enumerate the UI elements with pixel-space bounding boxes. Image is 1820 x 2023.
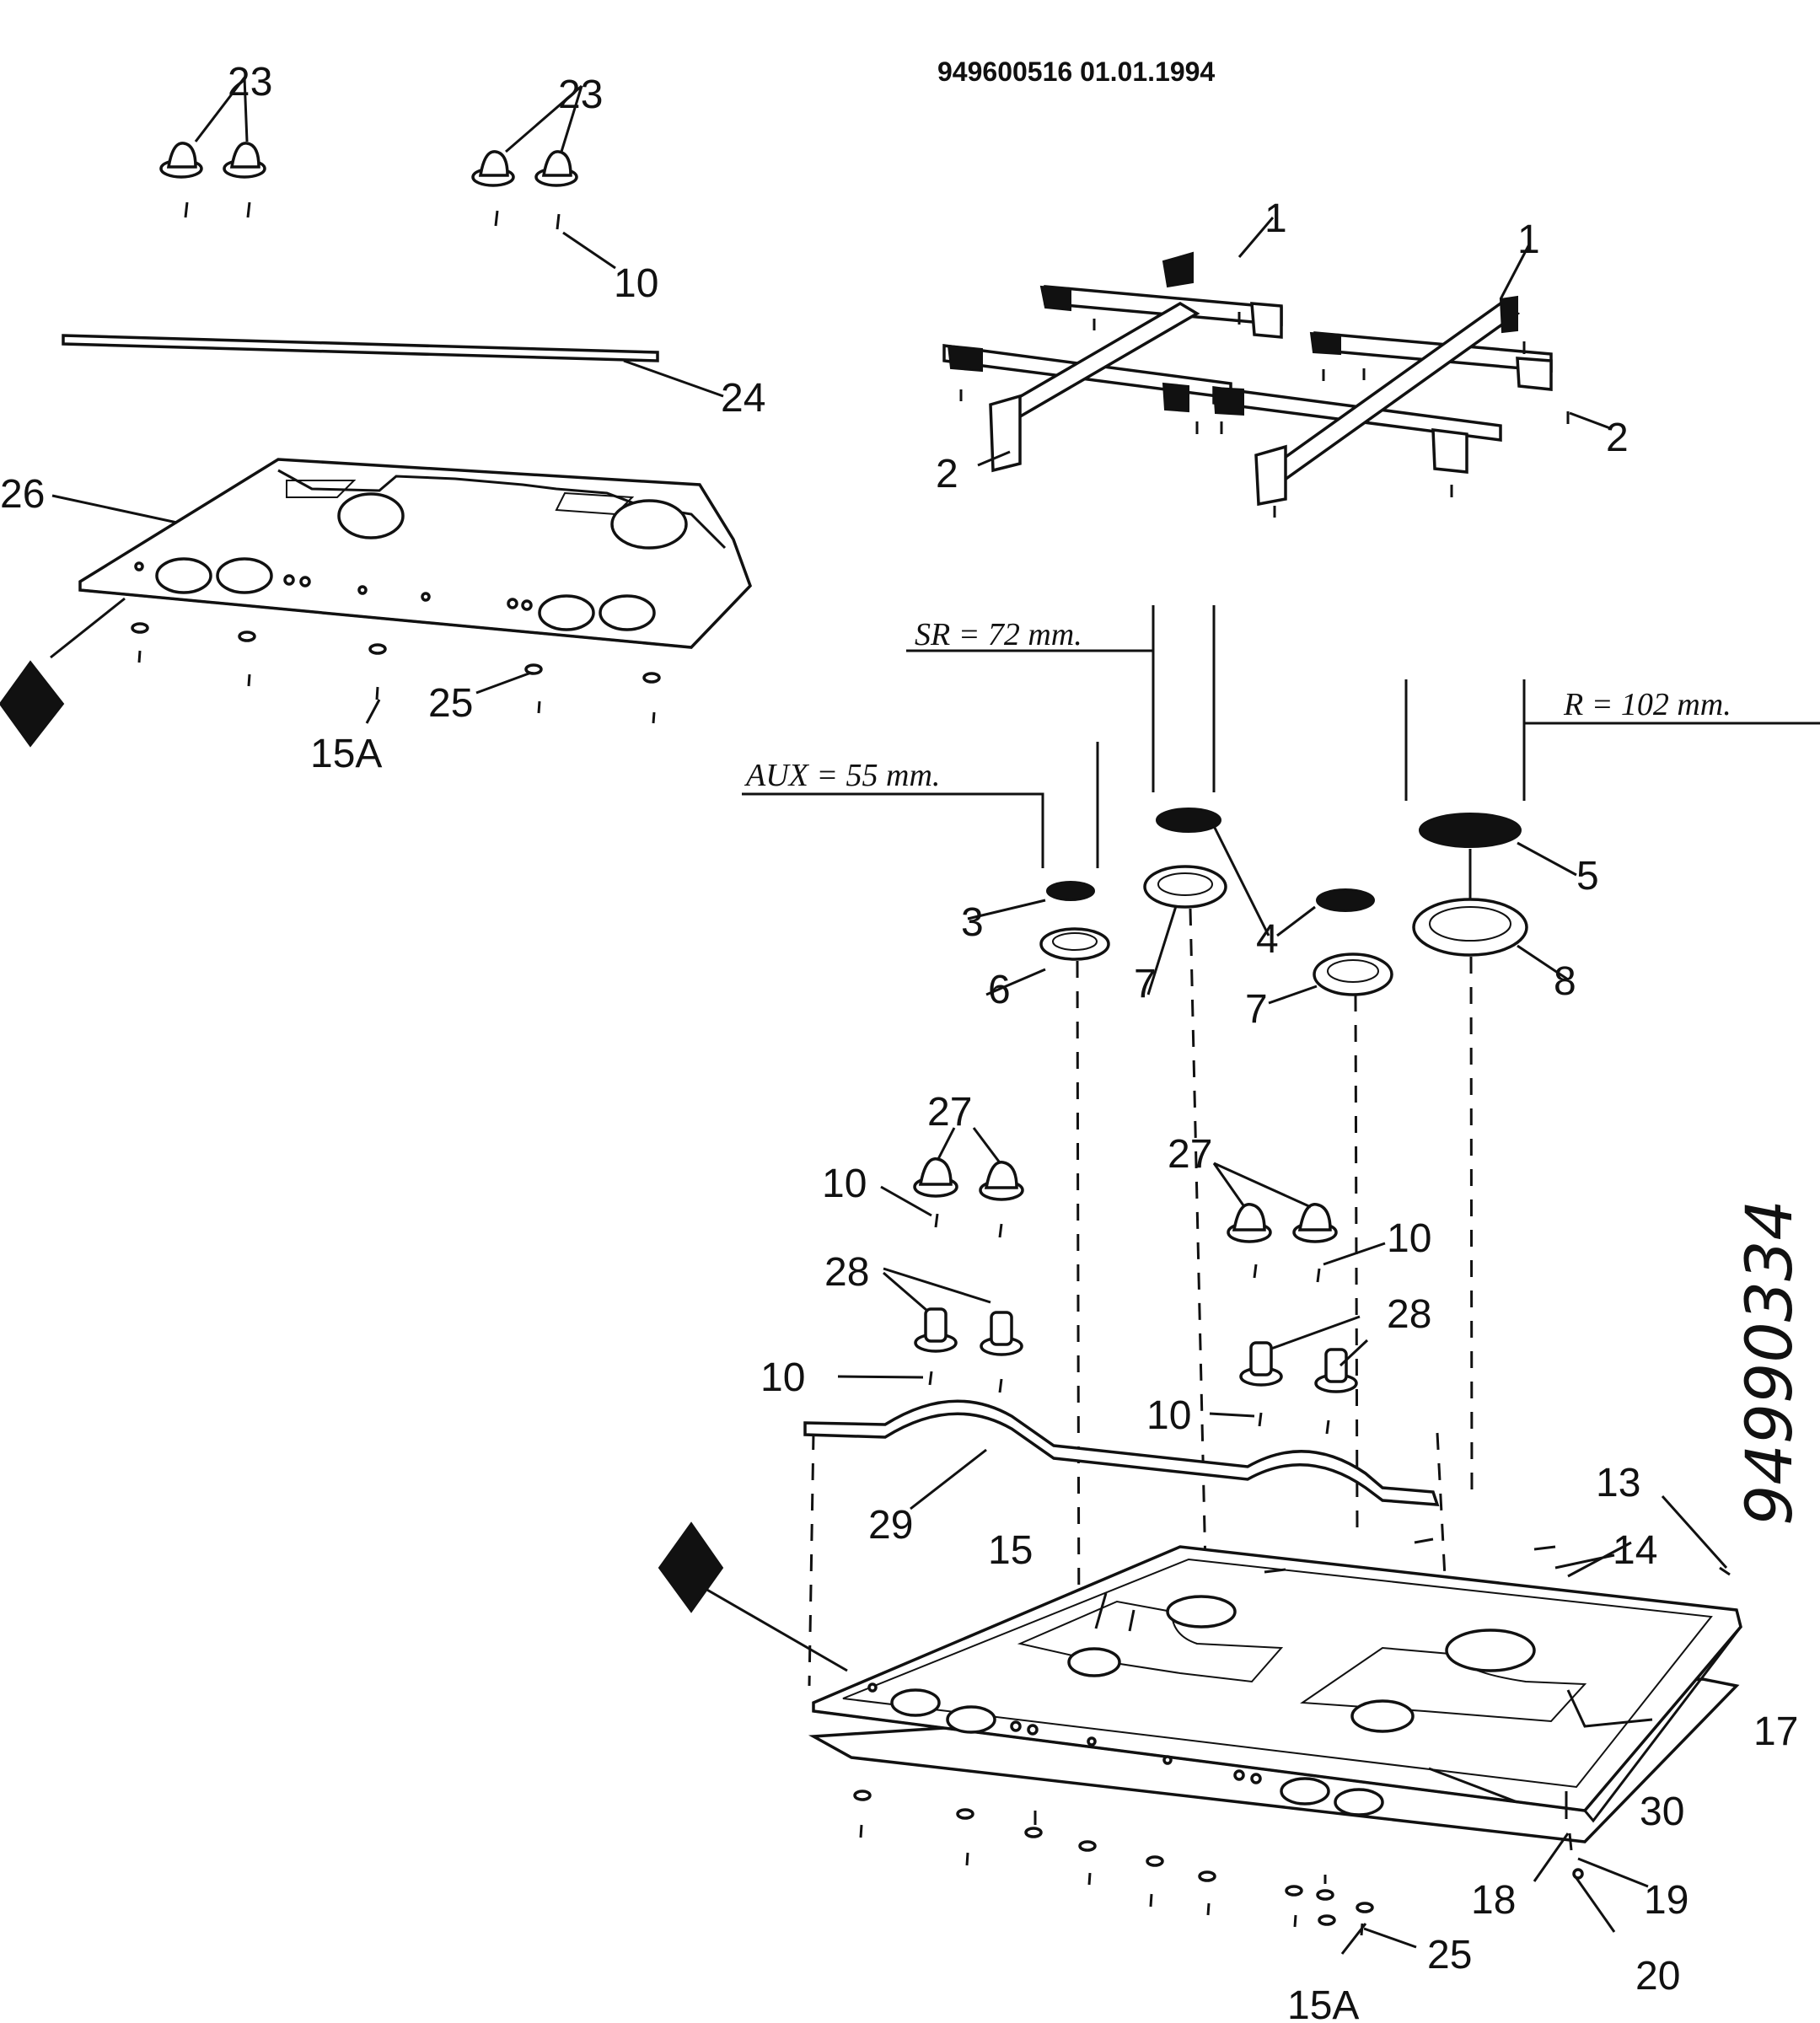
burner-cap-4: [1156, 808, 1221, 833]
burner-parts: [967, 808, 1577, 1005]
callout-15: 15: [988, 1528, 1033, 1573]
callout-18: 18: [1471, 1878, 1516, 1923]
valve-spindle-28: [980, 1311, 1023, 1356]
callout-23: 23: [558, 72, 603, 117]
callout-27: 27: [927, 1090, 972, 1135]
callout-2: 2: [936, 452, 958, 496]
trim-bar-29: [803, 1399, 1440, 1511]
callout-1: 1: [1517, 217, 1540, 262]
control-panel-26: [50, 458, 753, 659]
callout-23: 23: [228, 60, 272, 105]
callout-5: 5: [1576, 854, 1599, 899]
trim-strip-24: [62, 334, 724, 398]
control-knob-23: [223, 142, 266, 179]
control-knob-27: [1227, 1203, 1272, 1243]
callout-10: 10: [760, 1355, 805, 1400]
dimension-r-label: R = 102 mm.: [1563, 687, 1731, 722]
callout-7: 7: [1245, 987, 1268, 1032]
callout-3: 3: [961, 900, 984, 945]
side-handwritten-code: 94990334: [1731, 1199, 1807, 1526]
valve-spindle-28: [1314, 1348, 1358, 1393]
dimension-annotations: SR = 72 mm. R = 102 mm. AUX = 55 mm.: [742, 605, 1820, 868]
callout-15a: 15A: [1287, 1983, 1359, 2023]
diamond-marker: [0, 660, 65, 748]
callout-15a: 15A: [310, 732, 382, 776]
callout-14: 14: [1613, 1528, 1657, 1573]
control-knob-27: [913, 1157, 958, 1198]
callout-10: 10: [1146, 1393, 1191, 1438]
pan-support-left: [942, 251, 1283, 473]
knobs-27-28: [837, 1127, 1386, 1435]
control-knob-23: [534, 150, 578, 187]
burner-cap-4: [1316, 888, 1375, 912]
callout-29: 29: [868, 1503, 913, 1548]
pan-support-right: [1212, 295, 1553, 507]
callout-2: 2: [1606, 416, 1629, 460]
control-knob-27: [979, 1161, 1024, 1201]
callout-28: 28: [824, 1250, 869, 1295]
dimension-aux-label: AUX = 55 mm.: [744, 758, 940, 793]
leader-line-10: [562, 231, 616, 270]
callout-8: 8: [1554, 959, 1576, 1004]
callout-28: 28: [1387, 1292, 1431, 1337]
callout-13: 13: [1596, 1461, 1640, 1505]
callout-20: 20: [1635, 1954, 1680, 1999]
callout-30: 30: [1640, 1790, 1684, 1834]
callout-27: 27: [1168, 1132, 1212, 1177]
callout-25: 25: [1427, 1933, 1472, 1977]
pan-support-screws: [959, 217, 1611, 518]
callout-25: 25: [428, 681, 473, 726]
knob-group-top-left: [159, 77, 616, 270]
callout-19: 19: [1644, 1878, 1688, 1923]
callout-10: 10: [822, 1162, 867, 1206]
part-callouts: 23 23 10 24 26 25 15A 1 1 2 2 3 4 5 6 7 …: [0, 60, 1798, 2023]
valve-spindle-28: [1239, 1341, 1283, 1387]
panel-fasteners: [131, 622, 661, 724]
callout-6: 6: [988, 968, 1011, 1012]
callout-24: 24: [721, 376, 765, 421]
callout-10: 10: [1387, 1216, 1431, 1261]
callout-1: 1: [1264, 196, 1287, 241]
control-knob-23: [159, 142, 203, 179]
burner-cap-5: [1419, 813, 1522, 848]
dimension-sr-label: SR = 72 mm.: [915, 617, 1082, 652]
callout-4: 4: [1256, 917, 1279, 962]
document-code: 949600516 01.01.1994: [937, 56, 1215, 87]
leader-lines-23: [194, 77, 583, 153]
burner-cap-3: [1046, 881, 1095, 901]
callout-10: 10: [614, 261, 658, 306]
control-knob-27: [1292, 1203, 1338, 1243]
hob-top-30: [808, 1537, 1742, 1843]
control-knob-23: [471, 150, 515, 187]
knob-screws: [184, 201, 561, 230]
valve-spindle-28: [914, 1307, 958, 1353]
hob-fasteners: [853, 1495, 1728, 1955]
callout-26: 26: [0, 472, 45, 517]
diamond-marker: [658, 1521, 724, 1613]
callout-7: 7: [1134, 962, 1157, 1006]
diamond-leader-line: [705, 1587, 848, 1672]
callout-17: 17: [1753, 1709, 1798, 1754]
